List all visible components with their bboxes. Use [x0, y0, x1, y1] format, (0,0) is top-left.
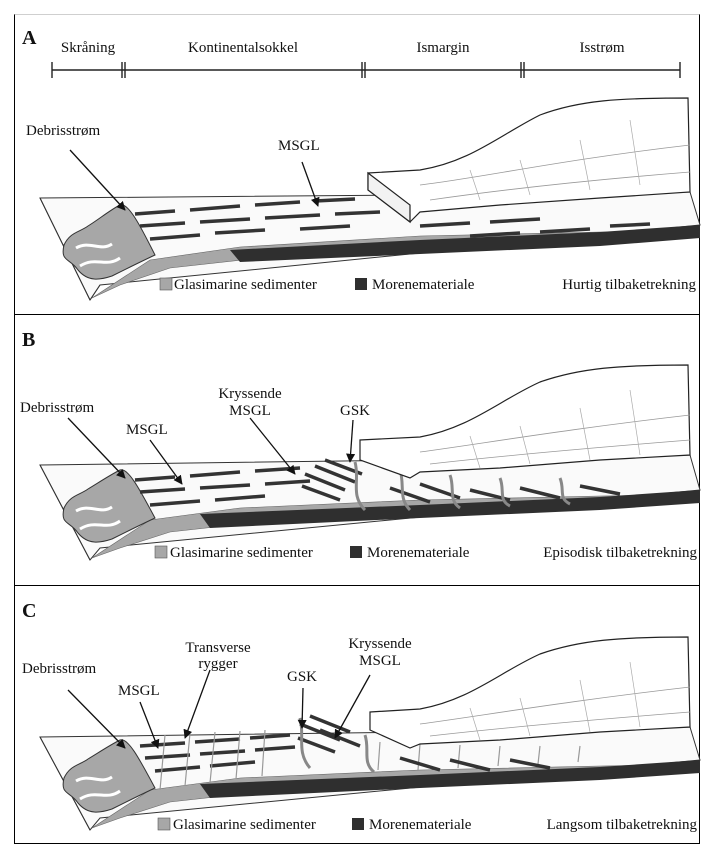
panel-a: A Debrisstrøm MSGL	[22, 27, 700, 300]
legend-swatch-till-b	[350, 546, 362, 558]
legend-label-till-c: Morenemateriale	[369, 817, 472, 833]
legend-label-till-b: Morenemateriale	[367, 545, 470, 561]
panel-letter-a: A	[22, 27, 37, 49]
label-crossing-line1-c: Kryssende	[348, 636, 412, 652]
arrow-gsk-c	[302, 688, 303, 728]
panel-c: C Debrisstrøm	[22, 600, 700, 833]
label-msgl-a: MSGL	[278, 138, 320, 154]
legend-label-glacimarine-c: Glasimarine sedimenter	[173, 817, 316, 833]
panel-b: B Debrisstrøm MSGL Kryssende	[20, 329, 700, 561]
legend-label-glacimarine-b: Glasimarine sedimenter	[170, 545, 313, 561]
zone-label-ice-margin: Ismargin	[416, 40, 470, 56]
legend-label-glacimarine-a: Glasimarine sedimenter	[174, 277, 317, 293]
label-gsk-b: GSK	[340, 403, 370, 419]
caption-b: Episodisk tilbaketrekning	[543, 545, 697, 561]
panel-letter-b: B	[22, 329, 35, 351]
label-msgl-c: MSGL	[118, 683, 160, 699]
panel-letter-c: C	[22, 600, 36, 622]
zone-label-ice-stream: Isstrøm	[580, 40, 625, 56]
label-msgl-b: MSGL	[126, 422, 168, 438]
zone-label-slope: Skråning	[61, 40, 116, 56]
caption-c: Langsom tilbaketrekning	[547, 817, 698, 833]
arrow-gsk-b	[350, 420, 353, 462]
caption-a: Hurtig tilbaketrekning	[562, 277, 696, 293]
label-crossing-line2-c: MSGL	[359, 653, 401, 669]
legend-swatch-glacimarine-b	[155, 546, 167, 558]
label-gsk-c: GSK	[287, 669, 317, 685]
arrow-transverse-c	[185, 670, 210, 738]
legend-label-till-a: Morenemateriale	[372, 277, 475, 293]
label-transverse-line1-c: Transverse	[185, 640, 251, 656]
label-debris-c: Debrisstrøm	[22, 661, 96, 677]
zone-label-shelf: Kontinentalsokkel	[188, 40, 298, 56]
arrow-crossing-c	[335, 675, 370, 738]
label-crossing-line1-b: Kryssende	[218, 386, 282, 402]
legend-swatch-till-c	[352, 818, 364, 830]
legend-swatch-glacimarine-a	[160, 278, 172, 290]
legend-swatch-glacimarine-c	[158, 818, 170, 830]
label-transverse-line2-c: rygger	[198, 656, 237, 672]
label-debris-a: Debrisstrøm	[26, 123, 100, 139]
label-crossing-line2-b: MSGL	[229, 403, 271, 419]
label-debris-b: Debrisstrøm	[20, 400, 94, 416]
legend-swatch-till-a	[355, 278, 367, 290]
scale-bar	[52, 62, 680, 78]
